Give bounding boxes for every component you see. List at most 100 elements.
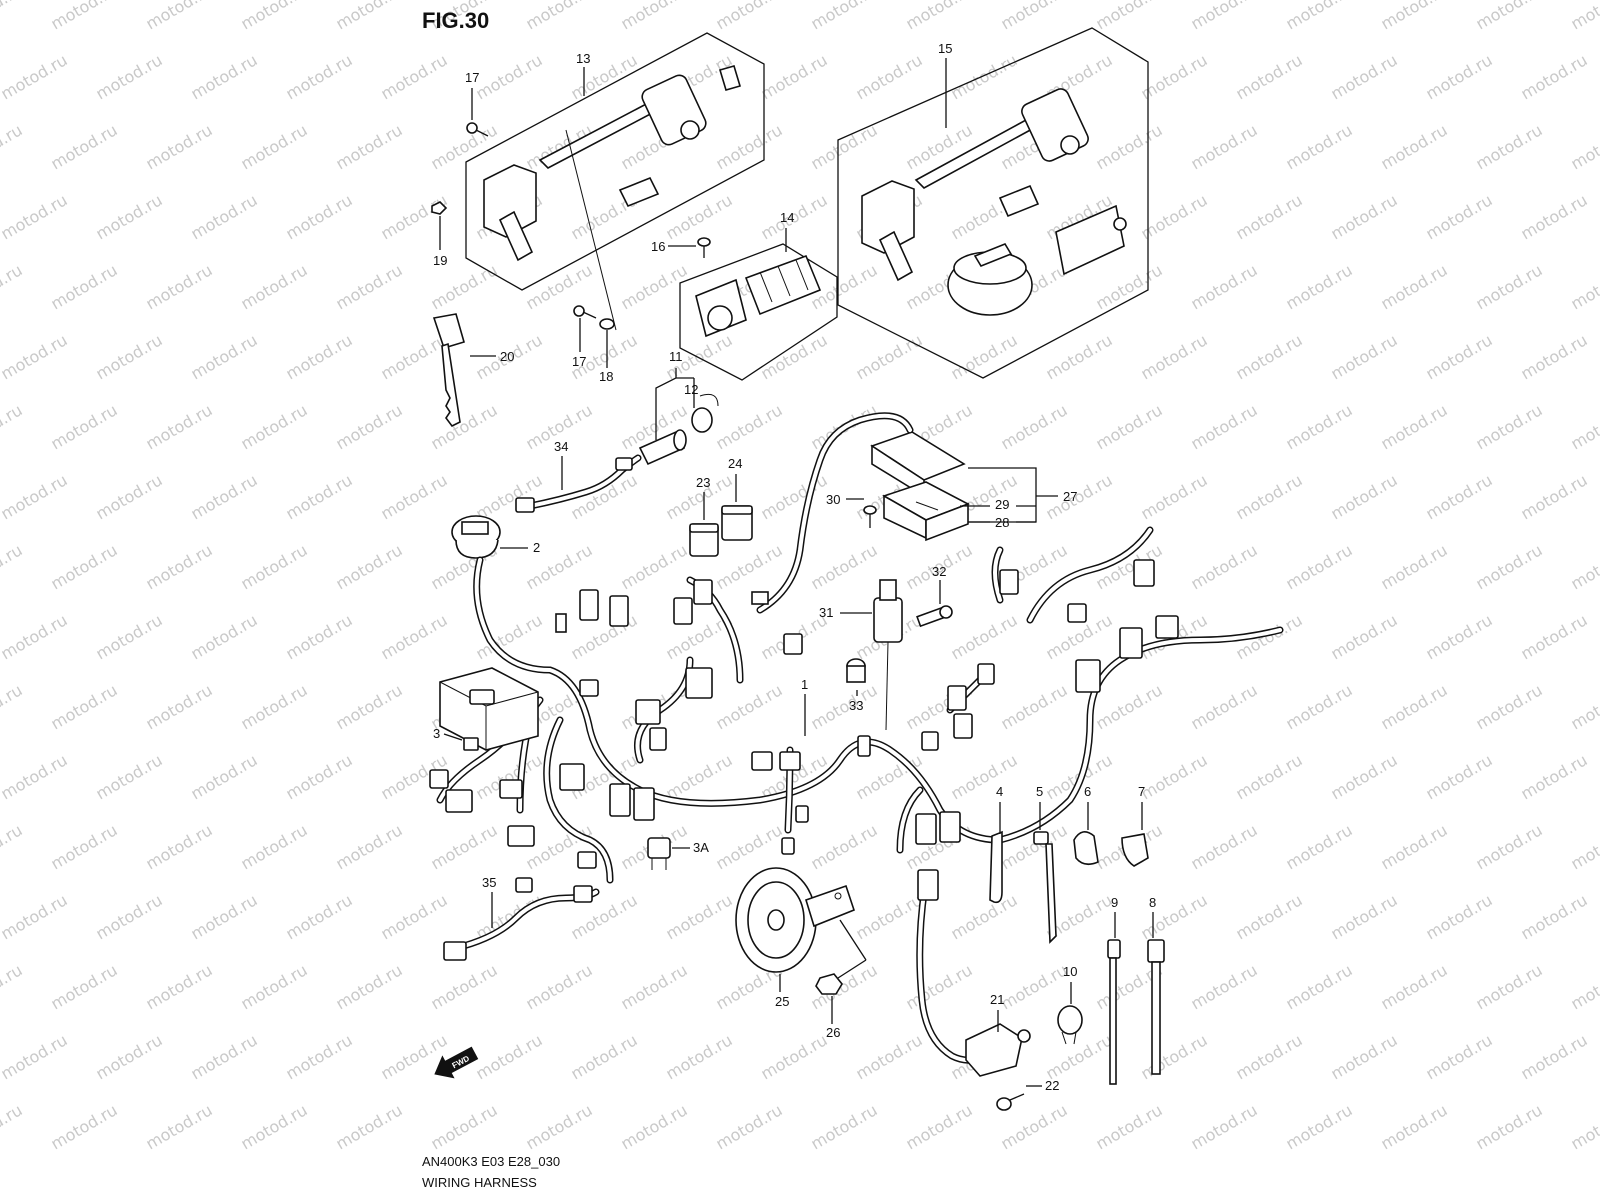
watermark-text: motod.ru [238, 260, 311, 313]
callout-10: 10 [1063, 964, 1077, 979]
control-unit-27 [751, 412, 970, 614]
relay-23 [689, 523, 719, 557]
watermark-text: motod.ru [1138, 1030, 1211, 1083]
callout-20: 20 [500, 349, 514, 364]
callout-26: 26 [826, 1025, 840, 1040]
watermark-text: motod.ru [1328, 470, 1401, 523]
watermark-text: motod.ru [1473, 120, 1546, 173]
callout-31: 31 [819, 605, 833, 620]
watermark-text: motod.ru [1283, 260, 1356, 313]
watermark-text: motod.ru [1093, 1100, 1166, 1153]
band-10 [1057, 1005, 1083, 1045]
watermark-text: motod.ru [1188, 120, 1261, 173]
watermark-text: motod.ru [378, 50, 451, 103]
watermark-text: motod.ru [1043, 470, 1116, 523]
key-20 [432, 313, 465, 428]
watermark-text: motod.ru [1233, 190, 1306, 243]
watermark-text: motod.ru [853, 890, 926, 943]
watermark-text: motod.ru [473, 50, 546, 103]
watermark-text: motod.ru [333, 680, 406, 733]
watermark-text: motod.ru [568, 1030, 641, 1083]
watermark-text: motod.ru [378, 610, 451, 663]
watermark-text: motod.ru [188, 470, 261, 523]
watermark-text: motod.ru [523, 960, 596, 1013]
watermark-text: motod.ru [1283, 400, 1356, 453]
watermark-text: motod.ru [1093, 120, 1166, 173]
watermark-text: motod.ru [998, 400, 1071, 453]
watermark-text: motod.ru [1283, 960, 1356, 1013]
watermark-text: motod.ru [0, 260, 26, 313]
watermark-text: motod.ru [333, 960, 406, 1013]
watermark-text: motod.ru [1473, 820, 1546, 873]
watermark-text: motod.ru [1378, 0, 1451, 33]
watermark-text: motod.ru [808, 540, 881, 593]
watermark-text: motod.ru [143, 400, 216, 453]
watermark-text: motod.ru [48, 960, 121, 1013]
watermark-text: motod.ru [1378, 680, 1451, 733]
watermark-text: motod.ru [428, 120, 501, 173]
watermark-text: motod.ru [1473, 540, 1546, 593]
watermark-text: motod.ru [143, 960, 216, 1013]
watermark-text: motod.ru [48, 680, 121, 733]
watermark-text: motod.ru [48, 260, 121, 313]
watermark-text: motod.ru [378, 890, 451, 943]
screw-32 [916, 605, 953, 628]
watermark-text: motod.ru [1568, 1100, 1600, 1153]
watermark-text: motod.ru [1283, 1100, 1356, 1153]
horn-25 [735, 867, 855, 973]
watermark-text: motod.ru [1568, 120, 1600, 173]
watermark-text: motod.ru [853, 1030, 926, 1083]
watermark-text: motod.ru [143, 120, 216, 173]
watermark-text: motod.ru [758, 50, 831, 103]
callout-3: 3 [433, 726, 440, 741]
watermark-text: motod.ru [143, 1100, 216, 1153]
watermark-text: motod.ru [283, 750, 356, 803]
watermark-text: motod.ru [238, 1100, 311, 1153]
watermark-text: motod.ru [333, 120, 406, 173]
watermark-text: motod.ru [1283, 0, 1356, 33]
watermark-text: motod.ru [1093, 260, 1166, 313]
watermark-text: motod.ru [903, 820, 976, 873]
fuse-3A [647, 837, 671, 870]
callout-17-top: 17 [465, 70, 479, 85]
watermark-text: motod.ru [238, 400, 311, 453]
watermark-text: motod.ru [1188, 400, 1261, 453]
watermark-text: motod.ru [1568, 540, 1600, 593]
watermark-text: motod.ru [1568, 680, 1600, 733]
watermark-text: motod.ru [1328, 190, 1401, 243]
watermark-text: motod.ru [663, 1030, 736, 1083]
watermark-text: motod.ru [1188, 0, 1261, 33]
watermark-text: motod.ru [1423, 750, 1496, 803]
watermark-text: motod.ru [903, 960, 976, 1013]
watermark-text: motod.ru [1093, 400, 1166, 453]
figure-code: AN400K3 E03 E28_030 [422, 1154, 560, 1169]
watermark-text: motod.ru [998, 0, 1071, 33]
callout-7: 7 [1138, 784, 1145, 799]
sensor-21 [916, 869, 1031, 1077]
watermark-text: motod.ru [758, 330, 831, 383]
watermark-text: motod.ru [1138, 750, 1211, 803]
watermark-text: motod.ru [1283, 120, 1356, 173]
watermark-text: motod.ru [378, 470, 451, 523]
watermark-text: motod.ru [428, 400, 501, 453]
watermark-text: motod.ru [1233, 890, 1306, 943]
screw-16 [697, 237, 711, 258]
watermark-text: motod.ru [618, 1100, 691, 1153]
callout-14: 14 [780, 210, 794, 225]
callout-29: 29 [995, 497, 1009, 512]
callout-25: 25 [775, 994, 789, 1009]
watermark-text: motod.ru [618, 960, 691, 1013]
watermark-text: motod.ru [0, 0, 26, 33]
watermark-text: motod.ru [903, 1100, 976, 1153]
watermark-text: motod.ru [1328, 610, 1401, 663]
watermark-text: motod.ru [713, 400, 786, 453]
watermark-text: motod.ru [1378, 120, 1451, 173]
callout-2: 2 [533, 540, 540, 555]
watermark-text: motod.ru [48, 0, 121, 33]
watermark-text: motod.ru [903, 0, 976, 33]
watermark-text: motod.ru [428, 820, 501, 873]
watermark-text: motod.ru [283, 190, 356, 243]
tie-8 [1147, 939, 1165, 1075]
watermark-text: motod.ru [1188, 260, 1261, 313]
watermark-text: motod.ru [713, 680, 786, 733]
